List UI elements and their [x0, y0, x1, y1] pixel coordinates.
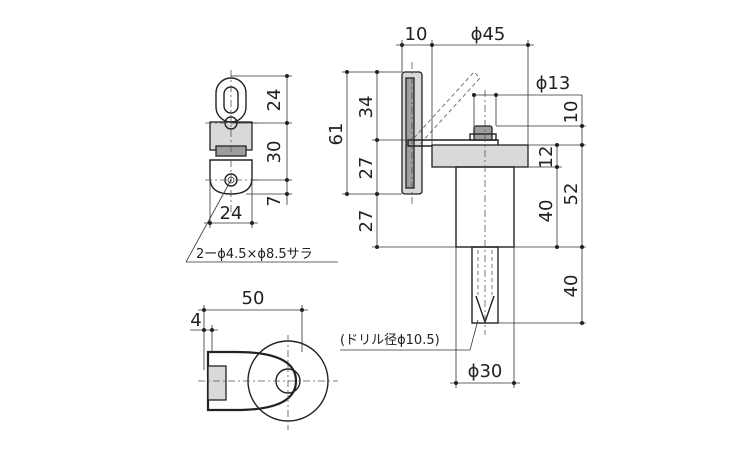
dim-dot: [285, 74, 289, 78]
dim-top-mid: 30: [264, 141, 285, 164]
dim-dot: [375, 138, 379, 142]
dim-front-width: 50: [242, 288, 265, 309]
dim-dot: [285, 121, 289, 125]
dim-top-width: 24: [220, 203, 243, 224]
side-view-plate-inner: [405, 77, 415, 189]
dim-dot: [526, 43, 530, 47]
hole-leader: [185, 179, 232, 263]
dim-dot: [555, 165, 559, 169]
dim-anchor-length: 40: [561, 275, 582, 298]
drill-note: (ドリル径ϕ10.5): [340, 333, 440, 348]
side-view-knob-cap: [469, 133, 497, 141]
dim-dot: [285, 192, 289, 196]
dim-dot: [375, 70, 379, 74]
dim-total-height: 61: [326, 123, 347, 146]
dim-dot: [555, 245, 559, 249]
dim-dot: [300, 308, 304, 312]
dim-dot: [580, 143, 584, 147]
side-view-flange: [431, 144, 529, 168]
dim-body-height: 40: [536, 200, 557, 223]
drill-leader: [469, 319, 479, 351]
dim-dot: [375, 192, 379, 196]
dim-top-lower: 7: [264, 195, 285, 206]
hole-note: 2ーϕ4.5×ϕ8.5サラ: [196, 247, 313, 262]
dim-offset-height: 27: [356, 210, 377, 233]
dim-knob-height: 10: [561, 101, 582, 124]
front-view: 50 4: [190, 288, 338, 430]
front-view-plate-slot: [207, 365, 227, 401]
dim-flange-height: 12: [536, 146, 557, 169]
dim-dot: [580, 321, 584, 325]
dim-dot: [580, 245, 584, 249]
dim-dot: [285, 178, 289, 182]
dim-dot: [494, 93, 498, 97]
dim-dot: [345, 70, 349, 74]
dim-dot: [208, 221, 212, 225]
dim-dot: [202, 328, 206, 332]
dim-dot: [580, 124, 584, 128]
dim-body-diameter: ϕ45: [471, 24, 506, 45]
side-view: 10 ϕ45 ϕ13 10 12 40 52 40: [326, 24, 586, 388]
side-view-arm-swing: [413, 71, 481, 145]
dim-front-offset: 4: [190, 310, 201, 331]
dim-dot: [430, 43, 434, 47]
side-view-knob: [473, 125, 493, 141]
dim-top-upper: 24: [264, 89, 285, 112]
dim-plate-thickness: 10: [405, 24, 428, 45]
dim-dot: [555, 143, 559, 147]
dim-overall-height: 52: [561, 183, 582, 206]
dim-dot: [250, 221, 254, 225]
dim-dot: [454, 381, 458, 385]
dim-upper-height: 34: [356, 96, 377, 119]
dim-dot: [512, 381, 516, 385]
dim-dot: [210, 328, 214, 332]
dim-dot: [400, 43, 404, 47]
dim-lower-height: 27: [356, 157, 377, 180]
front-view-plate: [206, 350, 298, 412]
dim-dot: [345, 192, 349, 196]
dim-knob-diameter: ϕ13: [536, 73, 571, 94]
dim-anchor-diameter: ϕ30: [468, 361, 503, 382]
dim-dot: [202, 308, 206, 312]
top-view: 24 30 7 24 2ーϕ4.5×ϕ8.5サラ: [185, 70, 338, 263]
dim-dot: [472, 93, 476, 97]
dim-dot: [375, 245, 379, 249]
